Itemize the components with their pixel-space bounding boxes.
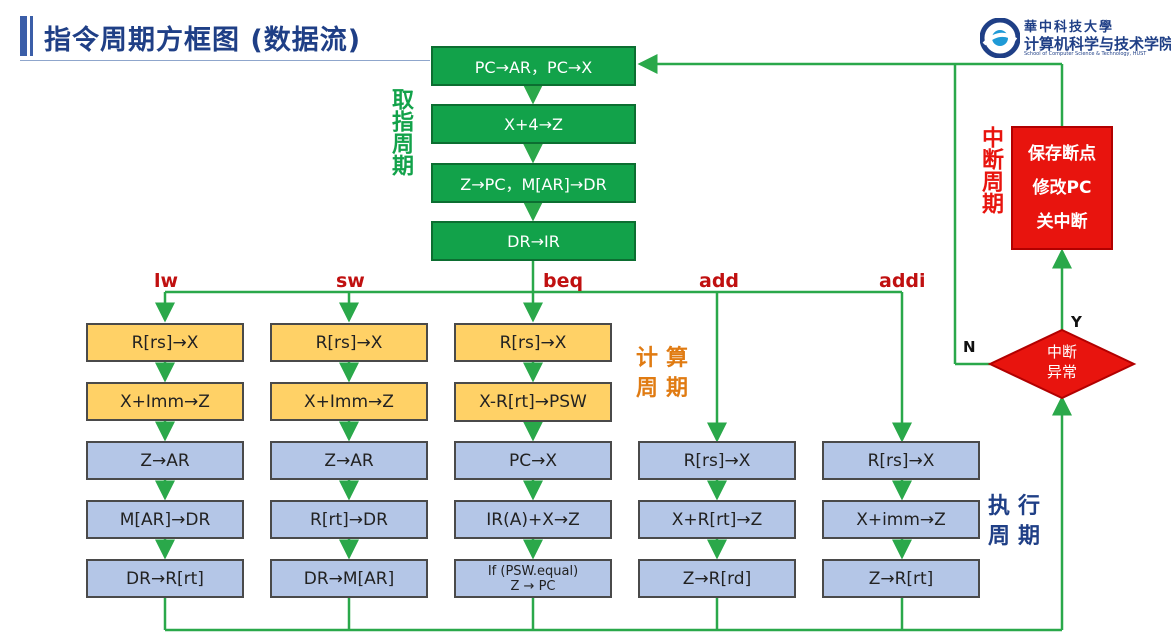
- branch-label-beq: beq: [543, 270, 584, 292]
- logo-school-name: 计算机科学与技术学院: [1024, 35, 1171, 53]
- addi-step-1: R[rs]→X: [822, 441, 980, 480]
- title-accent-bar-thin: [30, 16, 33, 56]
- beq-step-4: IR(A)+X→Z: [454, 500, 612, 539]
- lw-step-3: Z→AR: [86, 441, 244, 480]
- sw-step-2: X+Imm→Z: [270, 382, 428, 421]
- add-step-2: X+R[rt]→Z: [638, 500, 796, 539]
- beq-step-2: X-R[rt]→PSW: [454, 382, 612, 422]
- title-accent-bar: [20, 16, 27, 56]
- interrupt-decision-diamond: [987, 328, 1137, 400]
- sw-step-4: R[rt]→DR: [270, 500, 428, 539]
- fetch-step-3: Z→PC，M[AR]→DR: [431, 163, 636, 203]
- sw-step-5: DR→M[AR]: [270, 559, 428, 598]
- addi-step-2: X+imm→Z: [822, 500, 980, 539]
- execute-cycle-label: 执行周期: [988, 494, 1049, 549]
- decision-text: 中断 异常: [1032, 342, 1092, 382]
- fetch-cycle-label: 取指周期: [388, 88, 413, 176]
- interrupt-action-modify-pc: 修改PC: [1032, 178, 1092, 198]
- lw-step-4: M[AR]→DR: [86, 500, 244, 539]
- decision-line-2: 异常: [1046, 363, 1077, 381]
- add-step-3: Z→R[rd]: [638, 559, 796, 598]
- beq-step-5-condition: If (PSW.equal): [487, 563, 579, 579]
- fetch-step-4: DR→IR: [431, 221, 636, 261]
- sw-step-1: R[rs]→X: [270, 323, 428, 362]
- interrupt-cycle-label: 中断周期: [978, 126, 1003, 214]
- decision-yes-label: Y: [1071, 313, 1082, 331]
- page-title: 指令周期方框图 (数据流): [44, 25, 362, 56]
- title-divider: [20, 60, 430, 61]
- sw-step-3: Z→AR: [270, 441, 428, 480]
- fetch-step-1: PC→AR，PC→X: [431, 46, 636, 86]
- branch-label-addi: addi: [879, 270, 926, 292]
- addi-step-3: Z→R[rt]: [822, 559, 980, 598]
- logo-university-name: 華中科技大學: [1024, 20, 1115, 35]
- add-step-1: R[rs]→X: [638, 441, 796, 480]
- decision-no-label: N: [963, 338, 976, 356]
- interrupt-action-disable: 关中断: [1036, 212, 1088, 232]
- branch-label-lw: lw: [154, 270, 179, 292]
- interrupt-actions-box: 保存断点 修改PC 关中断: [1011, 126, 1113, 250]
- fetch-step-2: X+4→Z: [431, 104, 636, 144]
- logo-school-english: School of Computer Science & Technology,…: [1024, 51, 1147, 57]
- branch-label-sw: sw: [336, 270, 365, 292]
- beq-step-3: PC→X: [454, 441, 612, 480]
- branch-label-add: add: [699, 270, 740, 292]
- lw-step-1: R[rs]→X: [86, 323, 244, 362]
- beq-step-5-action: Z → PC: [510, 578, 556, 594]
- interrupt-action-save: 保存断点: [1028, 144, 1096, 164]
- beq-step-5: If (PSW.equal) Z → PC: [454, 559, 612, 598]
- hust-logo-icon: [980, 18, 1020, 58]
- lw-step-5: DR→R[rt]: [86, 559, 244, 598]
- beq-step-1: R[rs]→X: [454, 323, 612, 362]
- compute-cycle-text: 计算周期: [636, 346, 697, 401]
- decision-line-1: 中断: [1046, 343, 1077, 361]
- lw-step-2: X+Imm→Z: [86, 382, 244, 421]
